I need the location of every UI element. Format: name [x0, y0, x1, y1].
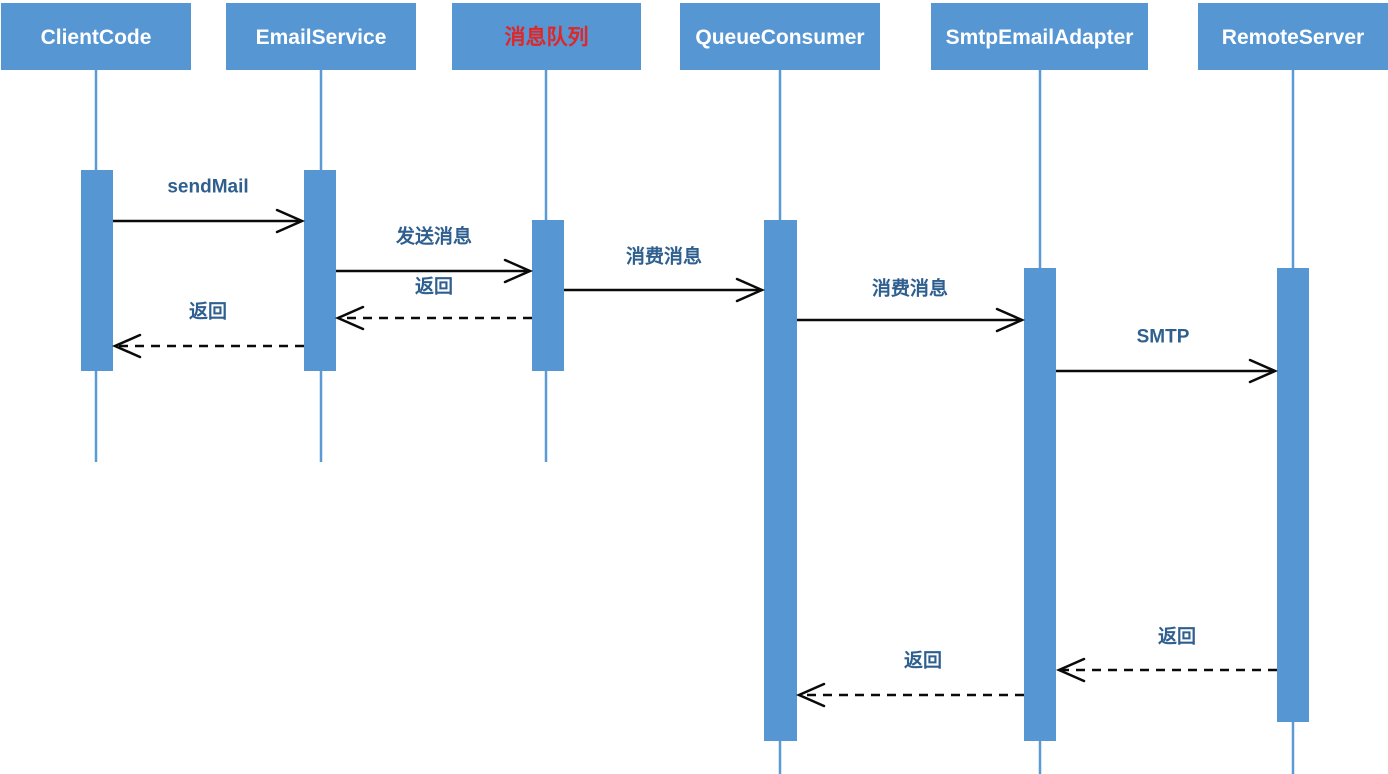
message-label-3: 返回	[189, 301, 227, 323]
participant-box-4	[931, 3, 1148, 70]
participant-label-4: SmtpEmailAdapter	[946, 26, 1134, 49]
participant-box-2	[452, 3, 641, 70]
participant-label-0: ClientCode	[41, 26, 152, 49]
message-label-7: 返回	[1158, 626, 1196, 648]
message-label-6: SMTP	[1137, 327, 1190, 348]
activation-bar-5	[1277, 268, 1309, 722]
message-arrowhead-3	[111, 333, 142, 359]
activation-bar-0	[81, 170, 113, 371]
message-label-5: 消费消息	[872, 277, 948, 300]
message-arrowhead-4	[735, 277, 766, 303]
message-label-4: 消费消息	[626, 245, 702, 268]
participant-box-1	[226, 3, 416, 70]
message-arrowhead-0	[275, 208, 306, 234]
activation-bar-1	[304, 170, 336, 371]
message-label-0: sendMail	[167, 177, 248, 198]
message-label-8: 返回	[904, 650, 942, 672]
participant-box-5	[1198, 3, 1388, 70]
message-label-2: 返回	[415, 276, 453, 298]
message-label-1: 发送消息	[395, 225, 472, 248]
activation-bar-2	[532, 220, 564, 371]
message-arrowhead-8	[795, 682, 826, 708]
message-arrowhead-2	[334, 305, 365, 331]
activation-bar-3	[764, 220, 797, 741]
participant-label-5: RemoteServer	[1222, 26, 1364, 49]
message-arrowhead-7	[1055, 657, 1086, 683]
participant-label-2: 消息队列	[505, 25, 589, 49]
participant-box-0	[1, 3, 191, 70]
participant-label-3: QueueConsumer	[695, 26, 864, 49]
message-arrowhead-6	[1248, 358, 1279, 384]
participant-box-3	[680, 3, 880, 70]
message-arrowhead-5	[995, 307, 1026, 333]
message-arrowhead-1	[503, 258, 534, 284]
participant-label-1: EmailService	[256, 26, 387, 49]
activation-bar-4	[1024, 268, 1056, 741]
